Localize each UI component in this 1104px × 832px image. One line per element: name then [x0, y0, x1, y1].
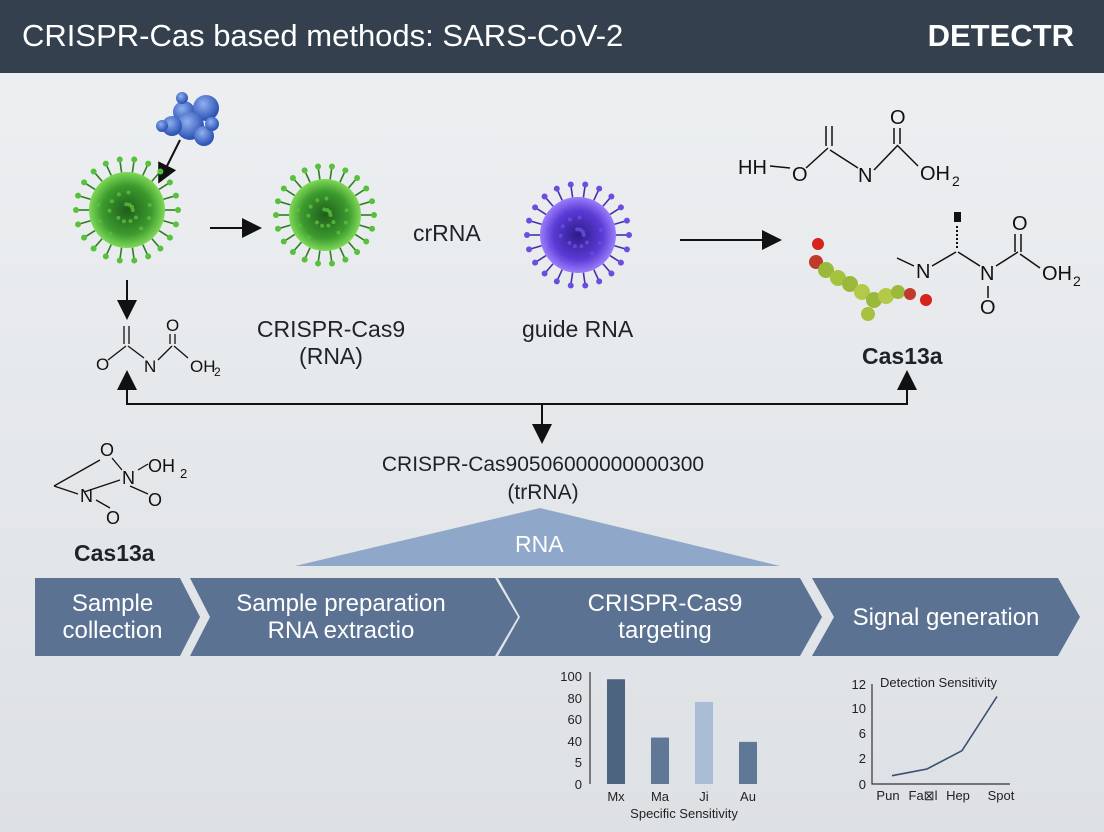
svg-text:OH: OH [920, 163, 950, 185]
crrna-label: crRNA [413, 220, 481, 246]
line-chart-y-tick: 2 [859, 751, 866, 766]
molecule-top-right: HH O N O OH 2 [738, 107, 960, 189]
stage-3-label: CRISPR-Cas9 targeting [520, 590, 810, 644]
stage-1-line2: collection [62, 617, 163, 644]
stage-1-label: Sample collection [40, 590, 185, 644]
stage-2-label: Sample preparation RNA extractio [205, 590, 477, 644]
cas13a-left-label: Cas13a [74, 540, 155, 566]
line-chart-y-tick: 10 [852, 701, 866, 716]
rna-banner-label: RNA [515, 531, 564, 557]
svg-text:O: O [792, 164, 808, 186]
line-chart-x-tick: Fa⊠l [909, 788, 938, 803]
line-chart-axes [871, 684, 1010, 785]
svg-text:N: N [122, 468, 135, 488]
stage-3-line1: CRISPR-Cas9 [587, 590, 743, 617]
guide-rna-label: guide RNA [522, 316, 634, 342]
svg-text:O: O [96, 355, 109, 374]
svg-text:2: 2 [180, 466, 187, 481]
bar-chart-x-tick: Ji [699, 789, 709, 804]
stage-4-line1: Signal generation [852, 604, 1040, 631]
svg-text:OH: OH [190, 357, 216, 376]
center-label-block: CRISPR-Cas90506000000000300 (trRNA) [350, 451, 736, 507]
virus-green-icon [73, 156, 181, 264]
connector-bracket [117, 370, 917, 444]
line-chart-x-tick: Pun [876, 788, 899, 803]
header-bar: CRISPR-Cas based methods: SARS-CoV-2 DET… [0, 0, 1104, 73]
svg-text:N: N [80, 486, 93, 506]
svg-text:O: O [148, 490, 162, 510]
process-chevrons [35, 578, 1080, 656]
cas13a-bead-chain-icon [809, 238, 932, 321]
stage-2-line1: Sample preparation [236, 590, 446, 617]
svg-text:O: O [106, 508, 120, 528]
svg-text:N: N [858, 165, 872, 187]
bar-Mx [607, 679, 625, 784]
svg-text:2: 2 [1073, 273, 1081, 289]
molecule-left-top: O N O OH 2 [96, 316, 221, 379]
crispr-long-label: CRISPR-Cas90506000000000300 [381, 453, 705, 476]
virus-purple-icon [524, 181, 632, 289]
svg-text:2: 2 [214, 365, 221, 379]
stage-3-line2: targeting [618, 617, 712, 644]
bar-Ji [695, 701, 713, 784]
virus-green-icon [273, 163, 377, 267]
line-chart-y-tick: 12 [852, 677, 866, 692]
bar-chart-y-tick: 100 [560, 669, 582, 684]
molecule-left-mid: O N OH 2 N O O [53, 440, 187, 528]
svg-text:O: O [166, 316, 179, 335]
stage-4-label: Signal generation [830, 604, 1062, 631]
svg-text:O: O [1012, 213, 1028, 235]
stage-chevron-1 [35, 578, 200, 656]
svg-text:OH: OH [1042, 263, 1072, 285]
svg-text:O: O [890, 107, 906, 129]
stage-1-line1: Sample [71, 590, 154, 617]
stage-chevron-4 [812, 578, 1080, 656]
line-chart-y-tick: 0 [859, 777, 866, 792]
line-chart-x-tick: Hep [946, 788, 970, 803]
stage-chevron-3 [498, 578, 822, 656]
bar-chart-x-tick: Mx [607, 789, 625, 804]
cas13a-right-label: Cas13a [862, 343, 943, 369]
bar-chart-x-label: Specific Sensitivity [630, 806, 738, 821]
page-title: CRISPR-Cas based methods: SARS-CoV-2 [22, 18, 624, 53]
bar-chart-y-tick: 80 [568, 691, 582, 706]
crispr-cas9-sub: (RNA) [299, 343, 363, 369]
svg-text:2: 2 [952, 173, 960, 189]
bar-Au [739, 741, 757, 784]
svg-text:N: N [144, 357, 156, 376]
rna-triangle-banner [295, 508, 780, 566]
crispr-cas9-title: CRISPR-Cas9 [256, 316, 406, 342]
svg-text:O: O [100, 440, 114, 460]
stage-chevron-2 [190, 578, 518, 656]
line-chart-x-tick: Spot [988, 788, 1015, 803]
protein-cluster-icon [156, 92, 219, 146]
stage-2-line2: RNA extractio [267, 617, 415, 644]
svg-text:OH: OH [148, 456, 175, 476]
trrna-label: (trRNA) [507, 481, 579, 504]
svg-text:O: O [980, 297, 996, 319]
svg-text:N: N [980, 263, 994, 285]
svg-text:N: N [916, 261, 930, 283]
svg-text:HH: HH [738, 157, 767, 179]
bar-chart-x-tick: Ma [651, 789, 670, 804]
protein-to-virus-arrow [158, 139, 181, 184]
line-series [891, 696, 998, 777]
bar-chart-y-tick: 40 [568, 734, 582, 749]
bar-chart-x-tick: Au [740, 789, 756, 804]
crispr-cas9-label: CRISPR-Cas9 (RNA) [250, 316, 412, 370]
brand-label: DETECTR [927, 18, 1074, 53]
line-chart-y-tick: 6 [859, 726, 866, 741]
bar-chart-y-tick: 60 [568, 712, 582, 727]
bar-Ma [651, 737, 669, 784]
bar-chart-y-tick: 5 [575, 755, 582, 770]
line-chart-title: Detection Sensitivity [880, 675, 998, 690]
molecule-mid-right: N N O O OH 2 [896, 212, 1081, 319]
bar-chart-y-tick: 0 [575, 777, 582, 792]
